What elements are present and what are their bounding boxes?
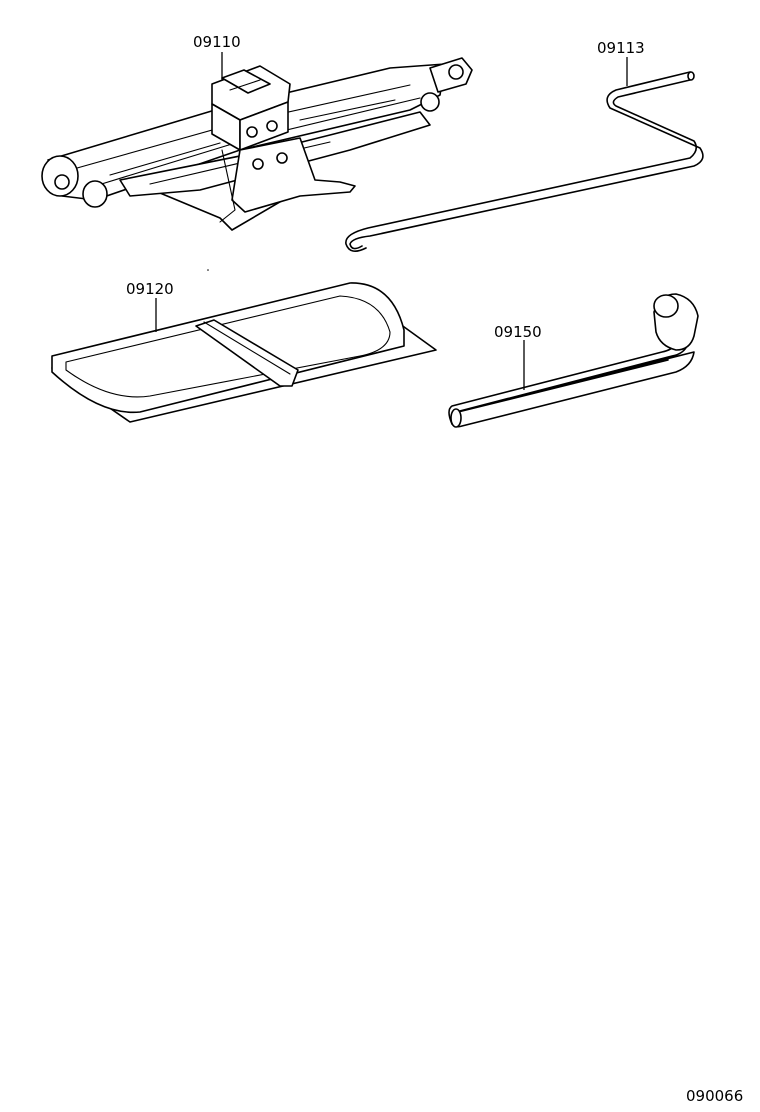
part-label-jack-handle: 09113 bbox=[597, 39, 645, 57]
jack-illustration bbox=[41, 57, 473, 231]
tool-bag-illustration bbox=[51, 282, 437, 423]
part-label-jack: 09110 bbox=[193, 33, 241, 51]
jack-handle-illustration bbox=[345, 71, 704, 252]
wheel-nut-wrench-illustration bbox=[448, 293, 699, 428]
part-label-wheel-nut-wrench: 09150 bbox=[494, 323, 542, 341]
part-label-tool-bag: 09120 bbox=[126, 280, 174, 298]
stray-dot bbox=[207, 269, 209, 271]
figure-code: 090066 bbox=[686, 1087, 743, 1105]
